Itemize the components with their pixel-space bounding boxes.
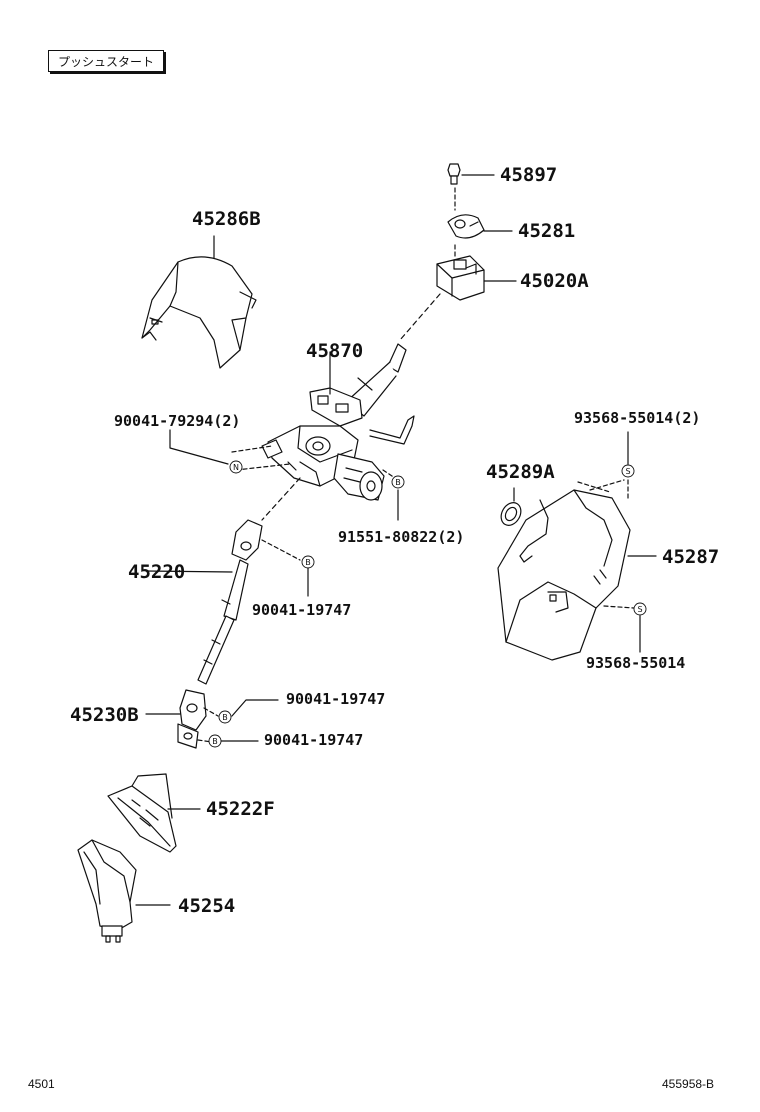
- marker-b-joint-upper: B: [218, 710, 232, 724]
- label-45289A: 45289A: [486, 461, 555, 483]
- part-45220-shaft: [145, 519, 301, 685]
- part-45281-plate: [447, 214, 513, 239]
- svg-text:B: B: [222, 713, 228, 722]
- label-45220: 45220: [128, 561, 186, 583]
- label-90041-19747-c: 90041-19747: [264, 731, 364, 749]
- label-45286B: 45286B: [192, 208, 261, 230]
- label-90041-79294: 90041-79294(2): [114, 412, 241, 430]
- label-45287: 45287: [662, 546, 720, 568]
- part-45230B-joint: [145, 689, 279, 749]
- label-93568-55014-2: 93568-55014(2): [574, 409, 701, 427]
- label-45870: 45870: [306, 340, 364, 362]
- svg-text:B: B: [305, 558, 311, 567]
- marker-b-91551: B: [391, 475, 405, 489]
- part-45287-lower-cover: [497, 489, 657, 661]
- part-45254-dust-boot: [77, 839, 171, 943]
- label-45020A: 45020A: [520, 270, 589, 292]
- svg-text:B: B: [212, 737, 218, 746]
- marker-s-upper: S: [621, 464, 635, 478]
- label-45897: 45897: [500, 164, 558, 186]
- marker-b-joint-lower: B: [208, 734, 222, 748]
- label-93568-55014: 93568-55014: [586, 654, 686, 672]
- label-90041-19747-a: 90041-19747: [252, 601, 352, 619]
- label-45254: 45254: [178, 895, 236, 917]
- part-45020A-switch: [436, 255, 517, 301]
- marker-n: N: [229, 460, 243, 474]
- part-45897-bolt: [447, 163, 495, 185]
- marker-s-lower: S: [633, 602, 647, 616]
- label-90041-19747-b: 90041-19747: [286, 690, 386, 708]
- footer-page-code: 4501: [28, 1077, 55, 1091]
- part-45286B-upper-cover: [141, 235, 257, 369]
- part-45870-column: [261, 343, 415, 501]
- svg-text:S: S: [637, 605, 642, 614]
- part-45222F-boot: [107, 773, 201, 853]
- label-45230B: 45230B: [70, 704, 139, 726]
- label-91551-80822: 91551-80822(2): [338, 528, 465, 546]
- label-45281: 45281: [518, 220, 576, 242]
- push-start-badge: プッシュスタート: [48, 50, 164, 72]
- marker-b-shaft: B: [301, 555, 315, 569]
- label-45222F: 45222F: [206, 798, 275, 820]
- footer-diagram-id: 455958-B: [662, 1077, 715, 1091]
- svg-text:N: N: [233, 463, 239, 472]
- svg-text:B: B: [395, 478, 401, 487]
- part-45289A-grommet: [500, 487, 522, 526]
- svg-text:S: S: [625, 467, 630, 476]
